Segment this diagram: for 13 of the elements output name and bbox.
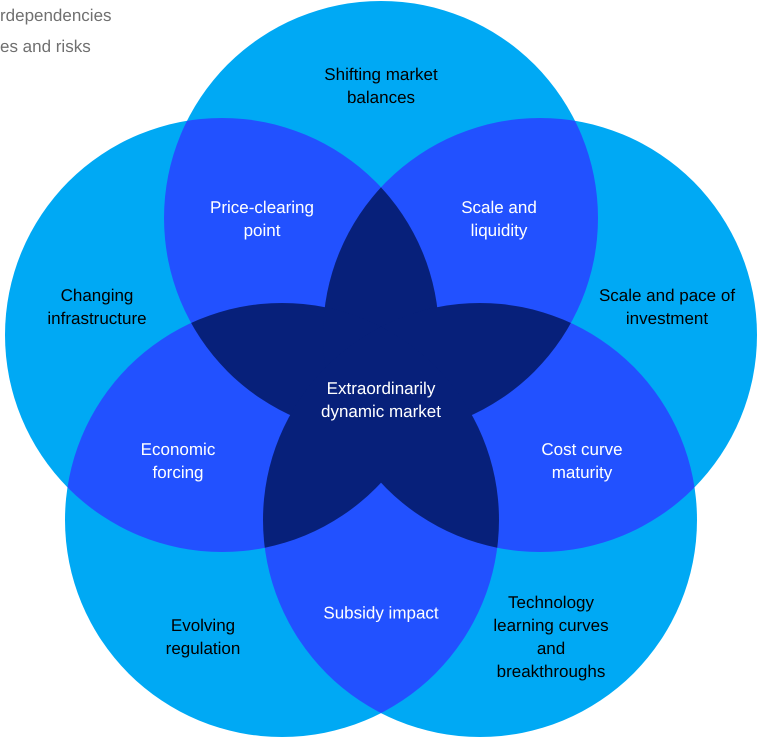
note-text: rdependencies — [0, 6, 112, 26]
overlap-label: Scale and liquidity — [460, 197, 538, 242]
overlap-label: Cost curve maturity — [540, 439, 624, 484]
circle-label: Evolving regulation — [164, 615, 242, 660]
overlap-label: Price-clearing point — [209, 197, 315, 242]
circle-label: Shifting market balances — [323, 64, 439, 109]
circle-label: Scale and pace of investment — [598, 285, 736, 330]
circle-label: Technology learning curves and breakthroughs — [492, 592, 610, 683]
overlap-label: Economic forcing — [140, 439, 216, 484]
note-text: es and risks — [0, 37, 91, 57]
circle-label: Changing infrastructure — [46, 285, 148, 330]
center-label: Extraordinarily dynamic market — [321, 378, 441, 423]
overlap-label: Subsidy impact — [322, 602, 440, 624]
